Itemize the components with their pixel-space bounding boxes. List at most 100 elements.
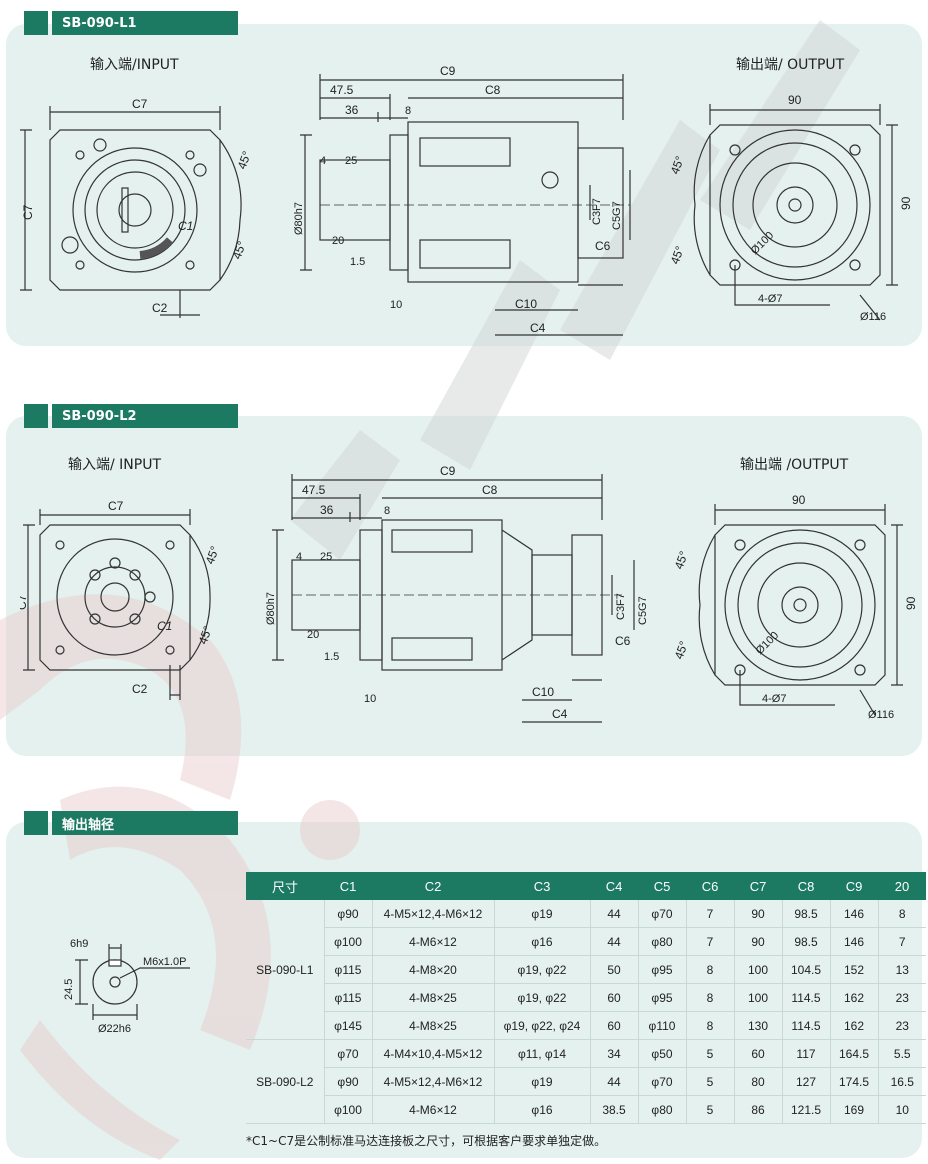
l2-dim-15: 1.5 [324,651,339,663]
l2-dim-475: 47.5 [302,483,326,497]
l1-dim-36: 36 [345,103,359,117]
tag-square [24,11,48,35]
l2-dim-90-right: 90 [904,596,918,610]
table-cell: 146 [830,900,879,928]
l2-dim-c8: C8 [482,483,498,497]
table-cell: 4-M6×12 [372,927,495,956]
l2-dim-c5: C5G7 [637,596,649,625]
l1-dim-c5: C5G7 [611,201,623,230]
table-cell: 44 [590,927,639,956]
section2-tag: SB-090-L2 [24,404,238,428]
table-cell: 7 [686,927,735,956]
l2-output-view: 90 90 45° 45° Ø100 4-Ø7 Ø116 [672,493,918,721]
table-cell: φ19, φ22 [494,955,591,984]
l1-dim-45a: 45° [235,149,254,171]
table-cell: 174.5 [830,1067,879,1096]
table-cell: 146 [830,927,879,956]
l1-dim-45b-out: 45° [670,244,687,266]
table-cell: 5 [686,1067,735,1096]
l1-dim-holes: 4-Ø7 [758,293,782,305]
th-c5: C5 [638,872,686,900]
section1-output-label: 输出端/ OUTPUT [736,57,845,73]
l1-dim-45b: 45° [230,239,249,261]
l2-dim-holes: 4-Ø7 [762,693,786,705]
l1-dim-phi116: Ø116 [860,311,886,323]
table-cell: 164.5 [830,1039,879,1068]
l2-dim-c1: C1 [157,619,172,633]
table-cell: 169 [830,1095,879,1124]
table-cell: 162 [830,983,879,1012]
table-cell: φ80 [638,1095,687,1124]
l2-dim-4: 4 [296,551,302,563]
table-cell: 100 [734,983,783,1012]
table-cell: φ90 [324,1067,373,1096]
shaft-diameter: Ø22h6 [98,1023,131,1035]
section1-input-label: 输入端/INPUT [90,57,179,73]
table-cell: 23 [878,1011,926,1040]
table-cell: 117 [782,1039,831,1068]
table-cell: 90 [734,900,783,928]
l2-dim-c7-top: C7 [108,499,124,513]
l2-side-view: C9 47.5 C8 36 8 4 25 Ø80h7 20 1.5 10 C10… [265,464,649,723]
l1-dim-15: 1.5 [350,256,365,268]
model-name: SB-090-L1 [246,900,325,1040]
l1-dim-c9: C9 [440,64,456,78]
th-c9: C9 [830,872,878,900]
l1-dim-phi80: Ø80h7 [293,202,305,235]
table-cell: 5 [686,1095,735,1124]
table-cell: φ100 [324,1095,373,1124]
table-cell: φ115 [324,983,373,1012]
table-cell: 60 [590,1011,639,1040]
table-cell: 8 [878,900,926,928]
table-cell: 104.5 [782,955,831,984]
table-cell: 8 [686,955,735,984]
table-cell: 38.5 [590,1095,639,1124]
table-cell: φ115 [324,955,373,984]
l2-dim-c7-left: C7 [20,594,29,610]
spec-table: 尺寸 C1 C2 C3 C4 C5 C6 C7 C8 C9 20 SB-090-… [246,872,926,1124]
l1-dim-c1: C1 [178,219,193,233]
table-cell: 60 [590,983,639,1012]
footnote: *C1~C7是公制标准马达连接板之尺寸，可根据客户要求单独定做。 [246,1134,607,1148]
section2-tag-label: SB-090-L2 [52,404,238,428]
table-cell: φ90 [324,900,373,928]
l2-dim-36: 36 [320,503,334,517]
l1-dim-c2: C2 [152,301,168,315]
l1-side-view: C9 47.5 C8 36 8 4 25 Ø80h7 20 1.5 10 C10… [293,64,631,336]
section2-input-label: 输入端/ INPUT [68,457,162,473]
shaft-height: 24.5 [63,979,75,1000]
table-cell: 5 [686,1039,735,1068]
table-cell: 10 [878,1095,926,1124]
l2-dim-phi80: Ø80h7 [265,592,277,625]
table-cell: φ70 [638,900,687,928]
table-header-row: 尺寸 C1 C2 C3 C4 C5 C6 C7 C8 C9 20 [246,872,926,900]
l1-dim-c4: C4 [530,321,546,335]
table-cell: 50 [590,955,639,984]
table-cell: φ19, φ22, φ24 [494,1011,591,1040]
table-cell: φ16 [494,927,591,956]
l2-dim-10: 10 [364,693,376,705]
l1-dim-c8: C8 [485,83,501,97]
table-cell: 7 [686,900,735,928]
l2-dim-c2: C2 [132,682,148,696]
l2-dim-45b-out: 45° [672,639,691,661]
table-cell: 127 [782,1067,831,1096]
table-cell: 4-M4×10,4-M5×12 [372,1039,495,1068]
table-cell: 4-M5×12,4-M6×12 [372,1067,495,1096]
section1-tag-label: SB-090-L1 [52,11,238,35]
table-cell: 34 [590,1039,639,1068]
l1-dim-c7-left: C7 [21,204,35,220]
l1-dim-8: 8 [405,105,411,117]
l1-dim-c10: C10 [515,297,537,311]
table-cell: φ145 [324,1011,373,1040]
shaft-diagram: 6h9 24.5 M6x1.0P Ø22h6 [63,938,190,1035]
th-c2: C2 [372,872,494,900]
table-cell: 4-M8×20 [372,955,495,984]
